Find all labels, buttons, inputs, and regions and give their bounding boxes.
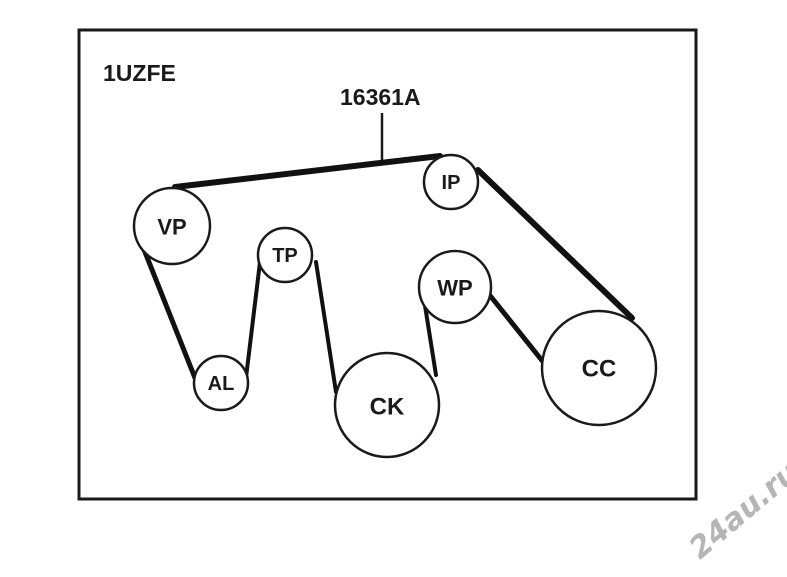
belt-segment-vp-al [140, 244, 198, 381]
pulley-al: AL [192, 354, 250, 412]
pulley-ck-circle [333, 351, 441, 459]
pulley-tp: TP [256, 226, 314, 284]
belt-segment-tp-ck [314, 260, 338, 394]
belt-part-number-label: 16361A [340, 84, 421, 110]
pulley-cc: CC [540, 309, 658, 427]
belt-segment-ip-cc [475, 167, 635, 321]
serpentine-belt [140, 153, 635, 394]
pulley-wp-label: WP [437, 276, 472, 301]
pulley-cc-label: CC [582, 356, 617, 383]
belt-segment-vp-ip [172, 153, 443, 190]
pulley-ip-circle [422, 153, 480, 211]
pulley-ip-label: IP [442, 172, 461, 194]
belt-segment-al-tp [243, 260, 262, 388]
pulley-ck-label: CK [370, 394, 405, 421]
diagram-frame [77, 28, 698, 501]
pulley-wp-circle [417, 249, 493, 325]
pulley-al-circle [192, 354, 250, 412]
engine-code-label: 1UZFE [103, 60, 176, 86]
pulley-vp: VP [132, 186, 212, 266]
pulley-vp-circle [132, 186, 212, 266]
pulley-ip: IP [422, 153, 480, 211]
pulley-wp: WP [417, 249, 493, 325]
pulley-cc-circle [540, 309, 658, 427]
watermark-text: 24au.ru [683, 455, 787, 566]
pulley-vp-label: VP [157, 215, 186, 240]
pulley-tp-label: TP [272, 245, 298, 267]
pulley-ck: CK [333, 351, 441, 459]
pulley-tp-circle [256, 226, 314, 284]
belt-segment-wp-cc [485, 290, 551, 371]
pulley-al-label: AL [208, 373, 235, 395]
